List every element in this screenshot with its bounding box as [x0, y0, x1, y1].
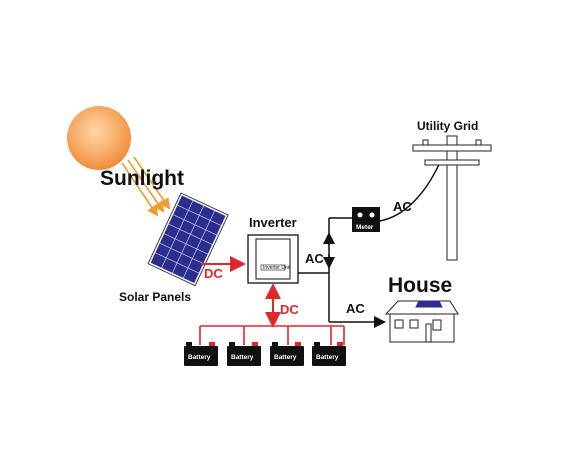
- ac-junction-label: AC: [305, 251, 324, 266]
- house-label: House: [388, 274, 452, 297]
- solar-panels-label: Solar Panels: [119, 290, 191, 304]
- battery-icon: Battery: [270, 342, 304, 366]
- ac-grid-label: AC: [393, 199, 412, 214]
- utility-pole-icon: [412, 135, 492, 261]
- battery-label: Battery: [316, 354, 339, 361]
- battery-bank: Battery Battery Battery Battery: [184, 342, 346, 366]
- utility-grid-label: Utility Grid: [417, 119, 478, 133]
- battery-icon: Battery: [227, 342, 261, 366]
- battery-label: Battery: [188, 354, 211, 361]
- battery-busbar: [199, 325, 345, 345]
- ac-house-label: AC: [346, 301, 365, 316]
- meter-grid-wire: [379, 159, 442, 222]
- house-icon: [384, 300, 459, 343]
- inverter-meter-wire: [298, 217, 352, 322]
- inverter-icon: Inverter Unit: [247, 234, 299, 284]
- battery-label: Battery: [231, 354, 254, 361]
- dc-panel-label: DC: [204, 266, 223, 281]
- inverter-label: Inverter: [249, 215, 297, 230]
- meter-label: Meter: [356, 224, 374, 231]
- sun-icon: [67, 106, 131, 170]
- solar-panel-icon: [147, 192, 229, 287]
- sunlight-label: Sunlight: [100, 167, 184, 190]
- battery-icon: Battery: [184, 342, 218, 366]
- battery-label: Battery: [274, 354, 297, 361]
- sunlight-rays: [121, 156, 171, 217]
- meter-icon: Meter: [352, 207, 380, 232]
- dc-battery-label: DC: [280, 302, 299, 317]
- battery-icon: Battery: [312, 342, 346, 366]
- inverter-plate-label: Inverter Unit: [263, 265, 291, 271]
